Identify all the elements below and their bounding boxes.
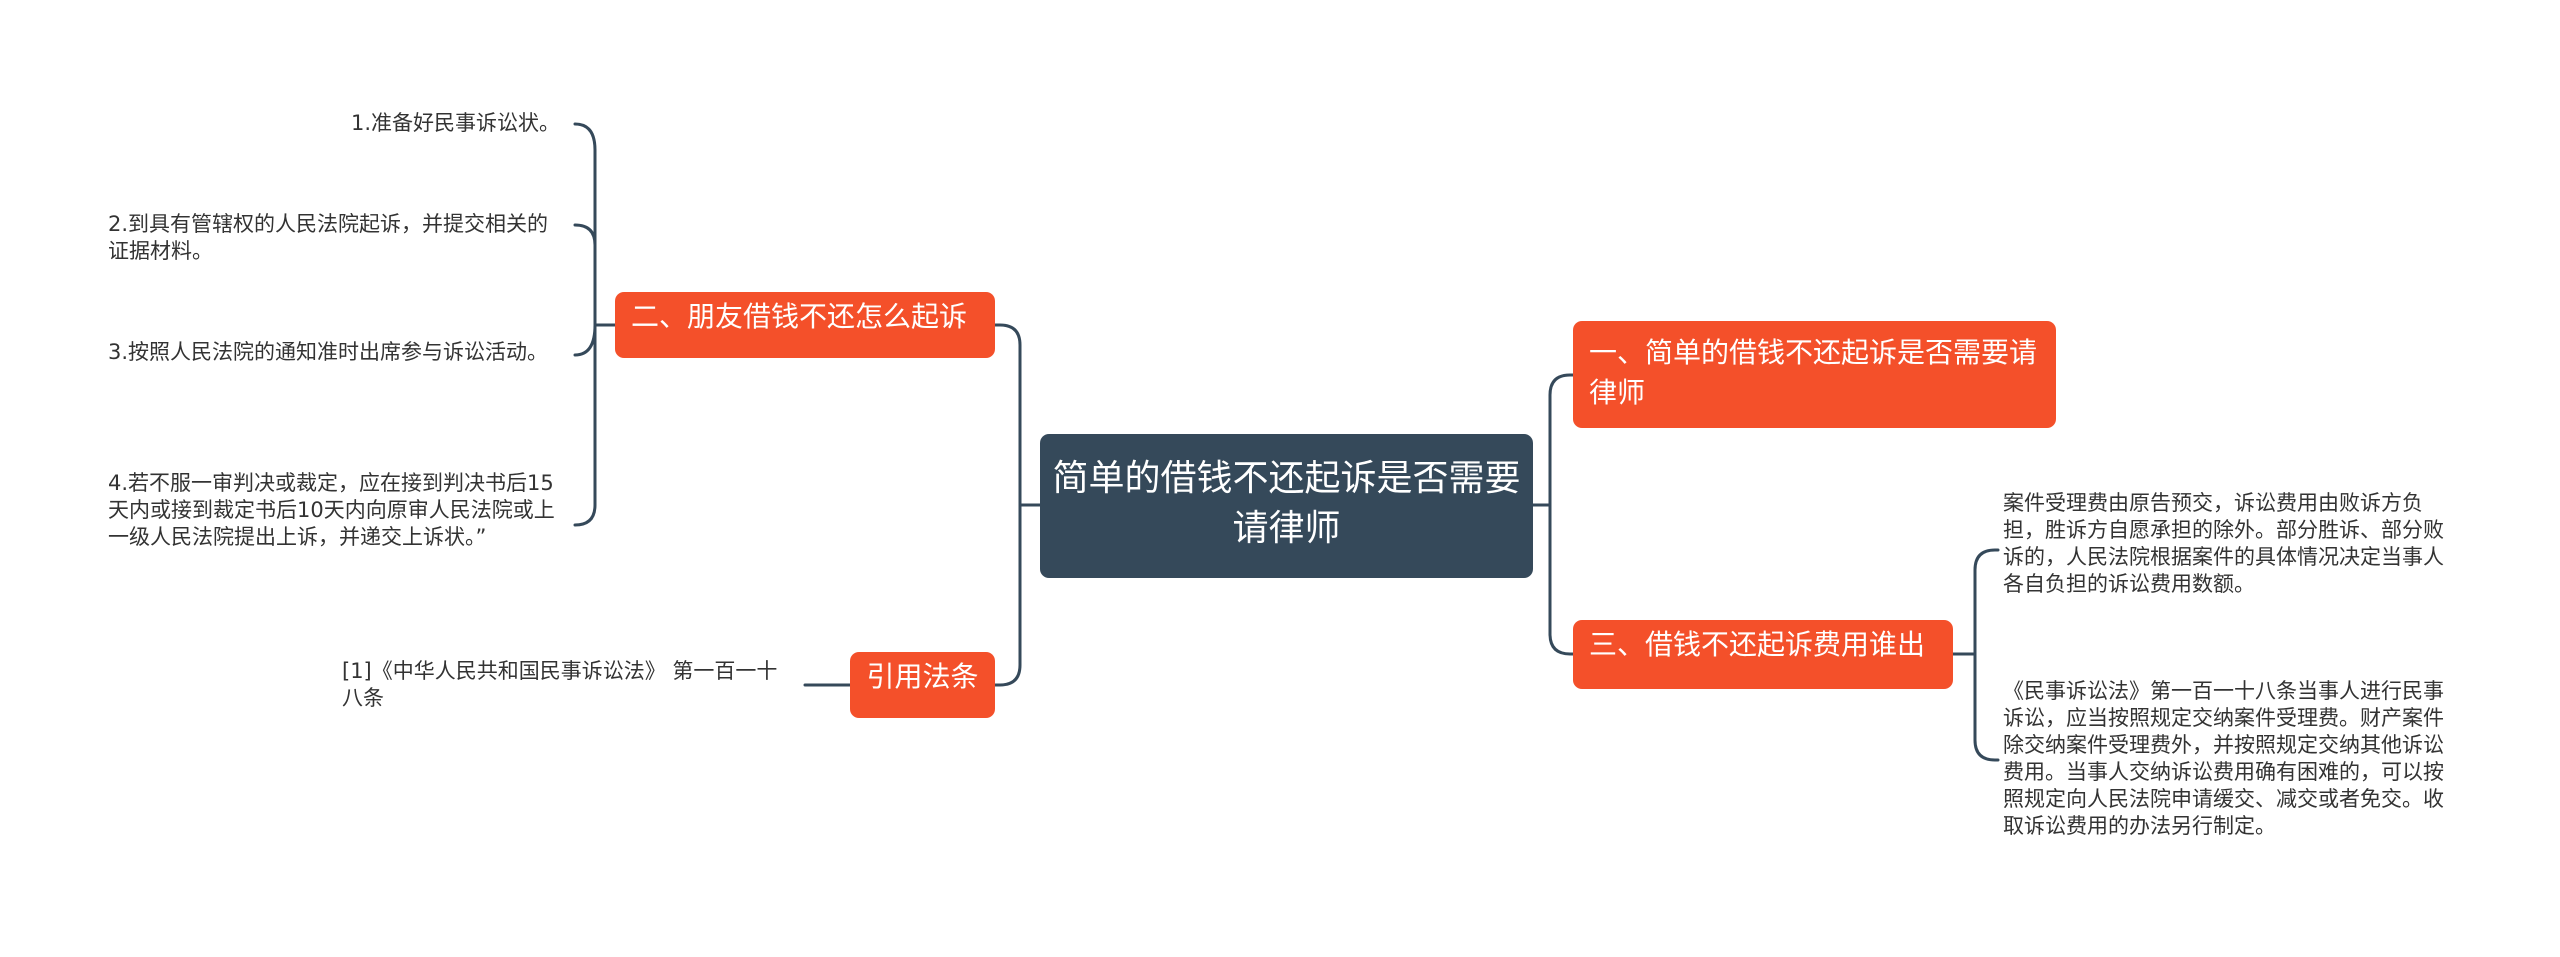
leaf-civil-procedure-law: 《民事诉讼法》第一百一十八条当事人进行民事诉讼，应当按照规定交纳案件受理费。财产…: [2003, 679, 2444, 838]
leaf-step-2: 2.到具有管辖权的人民法院起诉，并提交相关的证据材料。: [108, 212, 549, 263]
leaf-step-3: 3.按照人民法院的通知准时出席参与诉讼活动。: [108, 340, 549, 364]
root-topic[interactable]: 简单的借钱不还起诉是否需要请律师: [1040, 434, 1533, 578]
leaf-step-4: 4.若不服一审判决或裁定，应在接到判决书后15天内或接到裁定书后10天内向原审人…: [108, 471, 555, 549]
leaf-step-1: 1.准备好民事诉讼状。: [350, 111, 560, 135]
branch-need-lawyer[interactable]: 一、简单的借钱不还起诉是否需要请律师: [1573, 321, 2056, 428]
connector-b3-bracket: [1951, 548, 2000, 762]
leaf-fee-rule: 案件受理费由原告预交，诉讼费用由败诉方负担，胜诉方自愿承担的除外。部分胜诉、部分…: [2003, 491, 2444, 596]
connector-root-left: [993, 323, 1042, 687]
connector-b2-bracket: [573, 122, 617, 527]
branch-cited-law[interactable]: 引用法条: [850, 652, 995, 718]
branch-how-to-sue[interactable]: 二、朋友借钱不还怎么起诉: [615, 292, 995, 358]
connector-root-right: [1531, 373, 1575, 656]
branch-litigation-fees[interactable]: 三、借钱不还起诉费用谁出: [1573, 620, 1953, 689]
leaf-law-reference: [1]《中华人民共和国民事诉讼法》 第一百一十八条: [342, 659, 778, 710]
